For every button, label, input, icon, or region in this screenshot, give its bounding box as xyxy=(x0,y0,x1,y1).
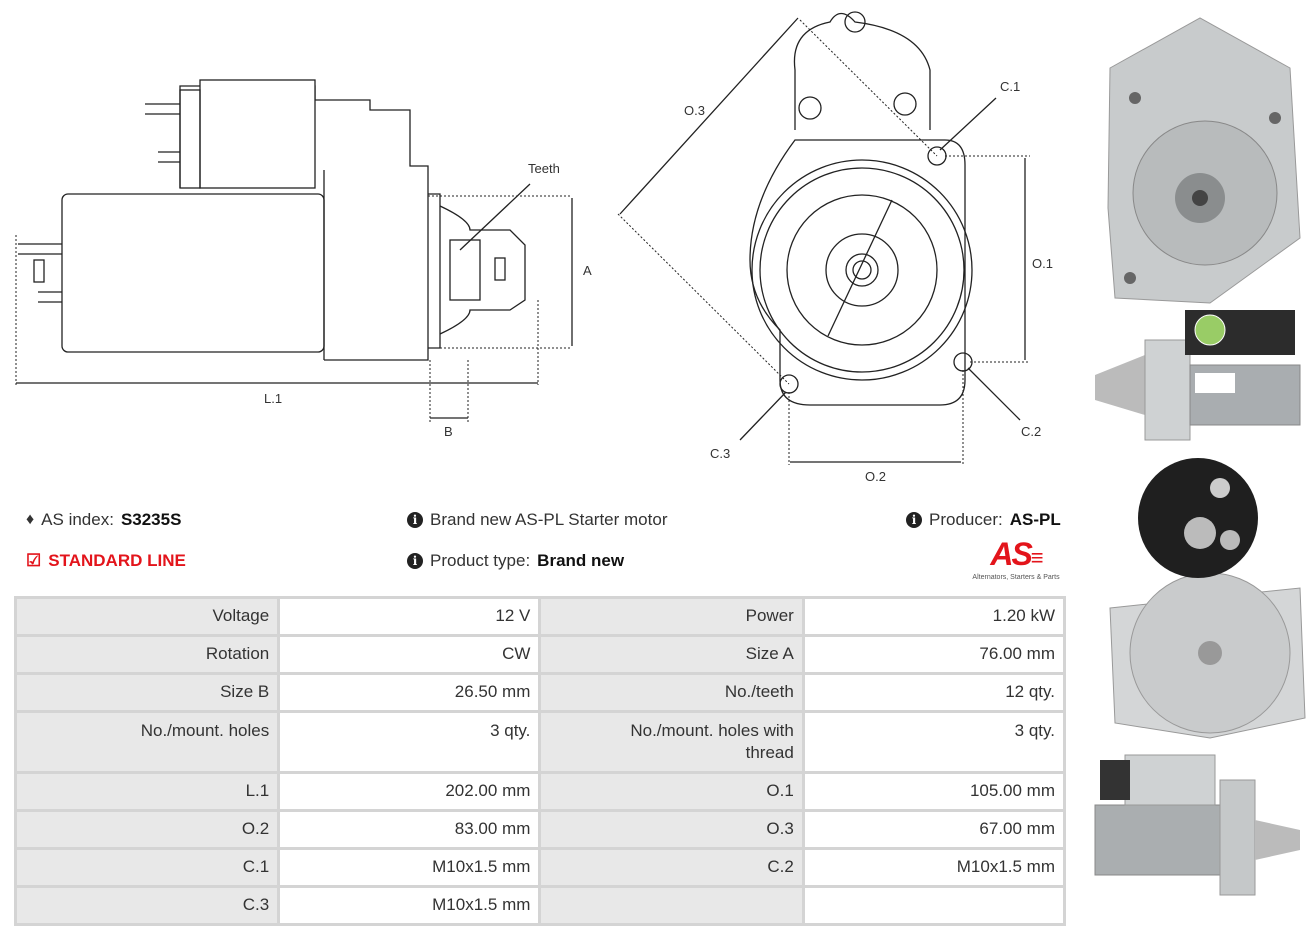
spec-value: M10x1.5 mm xyxy=(277,885,542,926)
spec-label: O.3 xyxy=(538,809,805,850)
label-l1: L.1 xyxy=(264,391,282,406)
description: i Brand new AS-PL Starter motor xyxy=(407,510,667,530)
spec-label: C.3 xyxy=(13,885,281,926)
spec-label: Size B xyxy=(13,672,281,713)
spec-value: 1.20 kW xyxy=(801,596,1067,637)
producer: i Producer: AS-PL xyxy=(906,510,1061,530)
spec-value xyxy=(801,885,1067,926)
spec-label: Size A xyxy=(538,634,805,675)
spec-value: 83.00 mm xyxy=(277,809,542,850)
label-b: B xyxy=(444,424,453,439)
spec-value: M10x1.5 mm xyxy=(801,847,1067,888)
spec-label: C.1 xyxy=(13,847,281,888)
product-photo-front xyxy=(1107,17,1301,304)
spec-label: O.2 xyxy=(13,809,281,850)
spec-value: 12 qty. xyxy=(801,672,1067,713)
label-o2: O.2 xyxy=(865,469,886,484)
info-icon: i xyxy=(407,512,423,528)
spec-value: 202.00 mm xyxy=(277,771,542,812)
spec-value: 26.50 mm xyxy=(277,672,542,713)
spec-value: 76.00 mm xyxy=(801,634,1067,675)
spec-label: No./mount. holes with thread xyxy=(538,710,805,774)
product-line: ☑ STANDARD LINE xyxy=(26,551,186,570)
as-index-value: S3235S xyxy=(120,510,182,529)
spec-label: Voltage xyxy=(13,596,281,637)
side-view-drawing: Teeth A L.1 B xyxy=(15,79,592,439)
label-a: A xyxy=(583,263,592,278)
spec-label: C.2 xyxy=(538,847,805,888)
info-icon: i xyxy=(906,512,922,528)
spec-value: CW xyxy=(277,634,542,675)
product-photo-side xyxy=(1095,310,1301,441)
spec-label: L.1 xyxy=(13,771,281,812)
spec-value: 3 qty. xyxy=(801,710,1067,774)
as-pl-logo: AS≡ Alternators, Starters & Parts xyxy=(972,536,1060,581)
spec-label: Power xyxy=(538,596,805,637)
as-index: ♦ AS index: S3235S xyxy=(26,510,182,529)
spec-value: 105.00 mm xyxy=(801,771,1067,812)
checkbox-icon: ☑ xyxy=(26,551,42,570)
spec-label: No./teeth xyxy=(538,672,805,713)
label-o1: O.1 xyxy=(1032,256,1053,271)
spec-value: 12 V xyxy=(277,596,542,637)
product-photo-side-2 xyxy=(1094,754,1300,896)
label-teeth: Teeth xyxy=(528,161,560,176)
front-view-drawing: O.3 C.1 O.1 C.2 C.3 O.2 xyxy=(617,11,1053,484)
label-c3: C.3 xyxy=(710,446,730,461)
label-o3: O.3 xyxy=(684,103,705,118)
product-photo-back xyxy=(1109,458,1306,739)
product-type: i Product type: Brand new xyxy=(407,551,624,571)
spec-label: Rotation xyxy=(13,634,281,675)
info-icon: i xyxy=(407,553,423,569)
spec-label: No./mount. holes xyxy=(13,710,281,774)
label-c2: C.2 xyxy=(1021,424,1041,439)
spec-label: O.1 xyxy=(538,771,805,812)
spec-value: 3 qty. xyxy=(277,710,542,774)
spec-label xyxy=(538,885,805,926)
tags-icon: ♦ xyxy=(26,511,35,528)
label-c1: C.1 xyxy=(1000,79,1020,94)
spec-value: M10x1.5 mm xyxy=(277,847,542,888)
spec-value: 67.00 mm xyxy=(801,809,1067,850)
